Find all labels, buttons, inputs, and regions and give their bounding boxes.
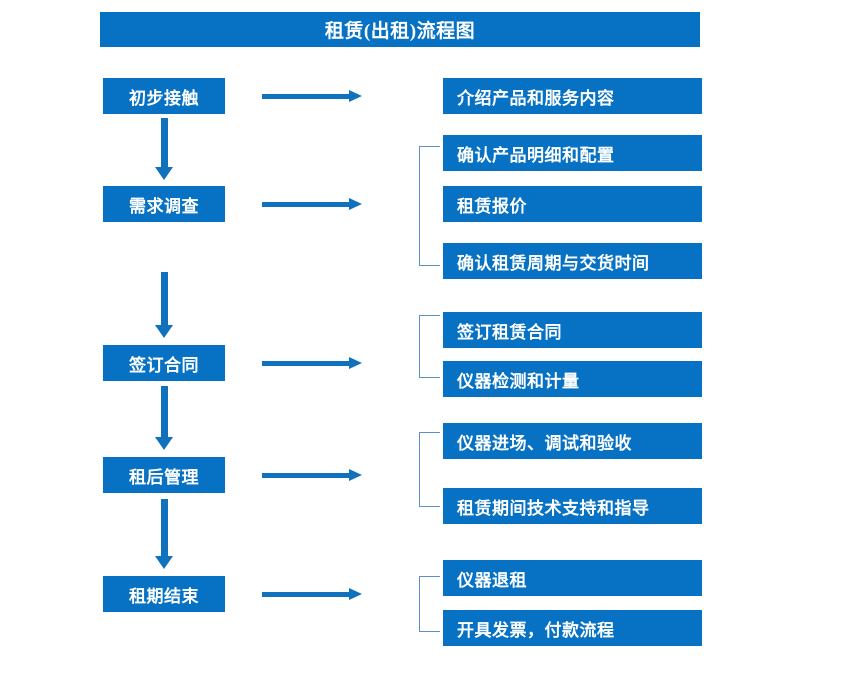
vertical-arrow-2 [155,272,173,338]
group-bracket-qianding-hetong [419,315,440,378]
detail-box-yiqi-jiance-jiliang[interactable]: 仪器检测和计量 [443,361,702,397]
detail-box-zulin-qijian-jishu-zhichi[interactable]: 租赁期间技术支持和指导 [443,488,702,524]
vertical-arrow-1 [155,118,173,180]
horizontal-arrow-2 [262,196,362,212]
horizontal-arrow-4 [262,467,362,483]
vertical-arrow-3 [155,386,173,450]
stage-box-zuqi-jieshu[interactable]: 租期结束 [103,576,225,612]
detail-box-queren-zulin-zhouqi[interactable]: 确认租赁周期与交货时间 [443,243,702,279]
group-bracket-zuhou-guanli [419,432,440,507]
detail-box-queren-chanpin-mingxi[interactable]: 确认产品明细和配置 [443,135,702,171]
stage-box-zuhou-guanli[interactable]: 租后管理 [103,457,225,493]
vertical-arrow-4 [155,499,173,569]
detail-box-yiqi-jinchang-tiaoshi[interactable]: 仪器进场、调试和验收 [443,423,702,459]
horizontal-arrow-5 [262,586,362,602]
page-title: 租赁(出租)流程图 [100,12,700,47]
group-bracket-xuqiu-diaocha [419,146,440,266]
stage-box-qianding-hetong[interactable]: 签订合同 [103,345,225,381]
stage-box-chubu-jiechu[interactable]: 初步接触 [103,78,225,114]
stage-box-xuqiu-diaocha[interactable]: 需求调查 [103,186,225,222]
detail-box-kaiju-fapiao[interactable]: 开具发票，付款流程 [443,610,702,646]
detail-box-yiqi-tuizu[interactable]: 仪器退租 [443,560,702,596]
group-bracket-zuqi-jieshu [419,576,440,632]
horizontal-arrow-1 [262,88,362,104]
detail-box-zulin-baojia[interactable]: 租赁报价 [443,186,702,222]
detail-box-qianding-zulin-hetong[interactable]: 签订租赁合同 [443,312,702,348]
detail-box-jieshao-chanpin[interactable]: 介绍产品和服务内容 [443,78,702,114]
horizontal-arrow-3 [262,355,362,371]
